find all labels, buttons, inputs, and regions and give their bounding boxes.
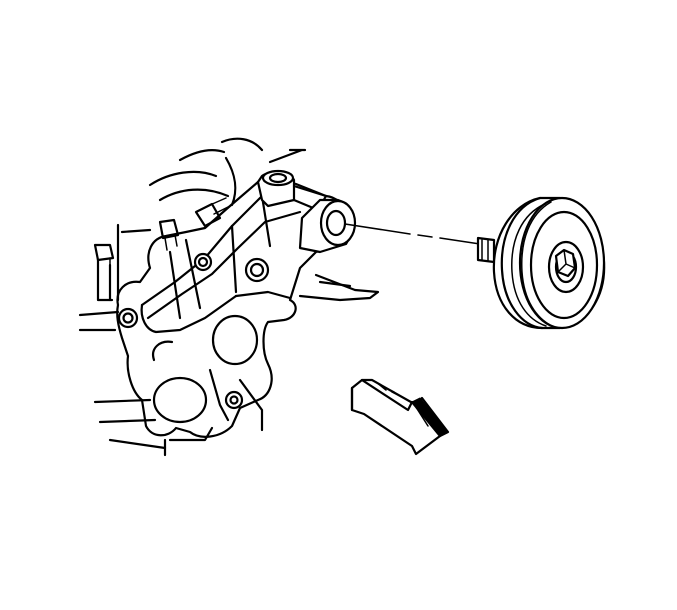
centerline <box>344 223 481 245</box>
bracket-hole-left <box>117 307 139 329</box>
block-bolt-left <box>93 243 115 273</box>
idler-bolt <box>554 248 577 278</box>
bracket-hole-right <box>244 257 270 283</box>
bracket-hole-mid <box>193 252 213 272</box>
view-direction-arrow <box>350 378 450 456</box>
cover-hole <box>224 390 244 410</box>
idler-pulley <box>476 196 606 330</box>
mounting-bracket <box>116 169 380 438</box>
engine-block <box>78 137 307 457</box>
